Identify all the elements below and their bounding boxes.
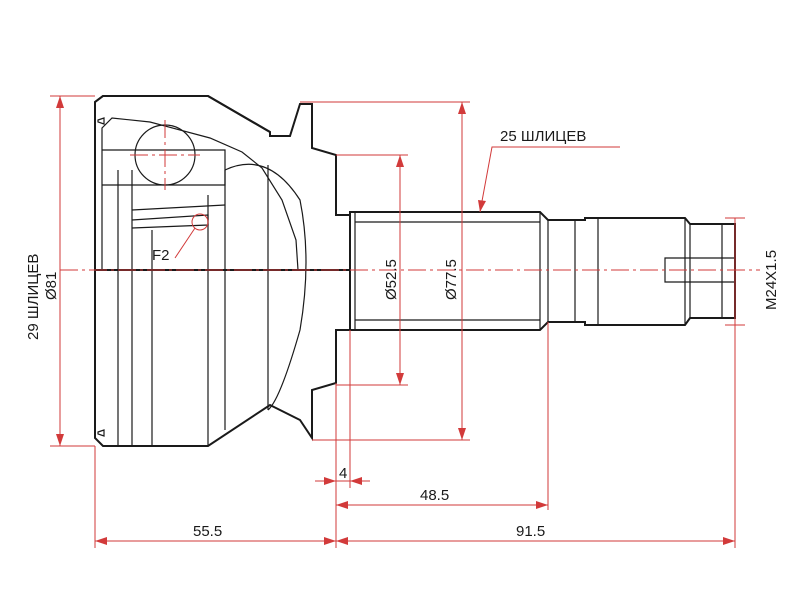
- label-f2: F2: [152, 247, 170, 264]
- label-dim-91-5: 91.5: [516, 523, 545, 540]
- label-spline-top: 25 ШЛИЦЕВ: [500, 128, 586, 145]
- label-thread: M24X1.5: [763, 250, 780, 310]
- housing-section-hatch: [94, 95, 351, 271]
- stub-shaft: [349, 211, 736, 331]
- label-dim-55-5: 55.5: [193, 523, 222, 540]
- label-dia-77-5: Ø77.5: [443, 259, 460, 300]
- joint-housing: [94, 95, 351, 447]
- label-dim-4: 4: [339, 465, 347, 482]
- f2-marker: [191, 213, 209, 231]
- housing-lower-outline: [94, 270, 351, 447]
- label-dim-48-5: 48.5: [420, 487, 449, 504]
- label-spline-left: 29 ШЛИЦЕВ: [25, 254, 42, 340]
- dimensions: [50, 95, 745, 548]
- housing-inner-cavity: [101, 117, 299, 271]
- label-dia-52-5: Ø52.5: [383, 259, 400, 300]
- label-outer-diameter: Ø81: [43, 272, 60, 300]
